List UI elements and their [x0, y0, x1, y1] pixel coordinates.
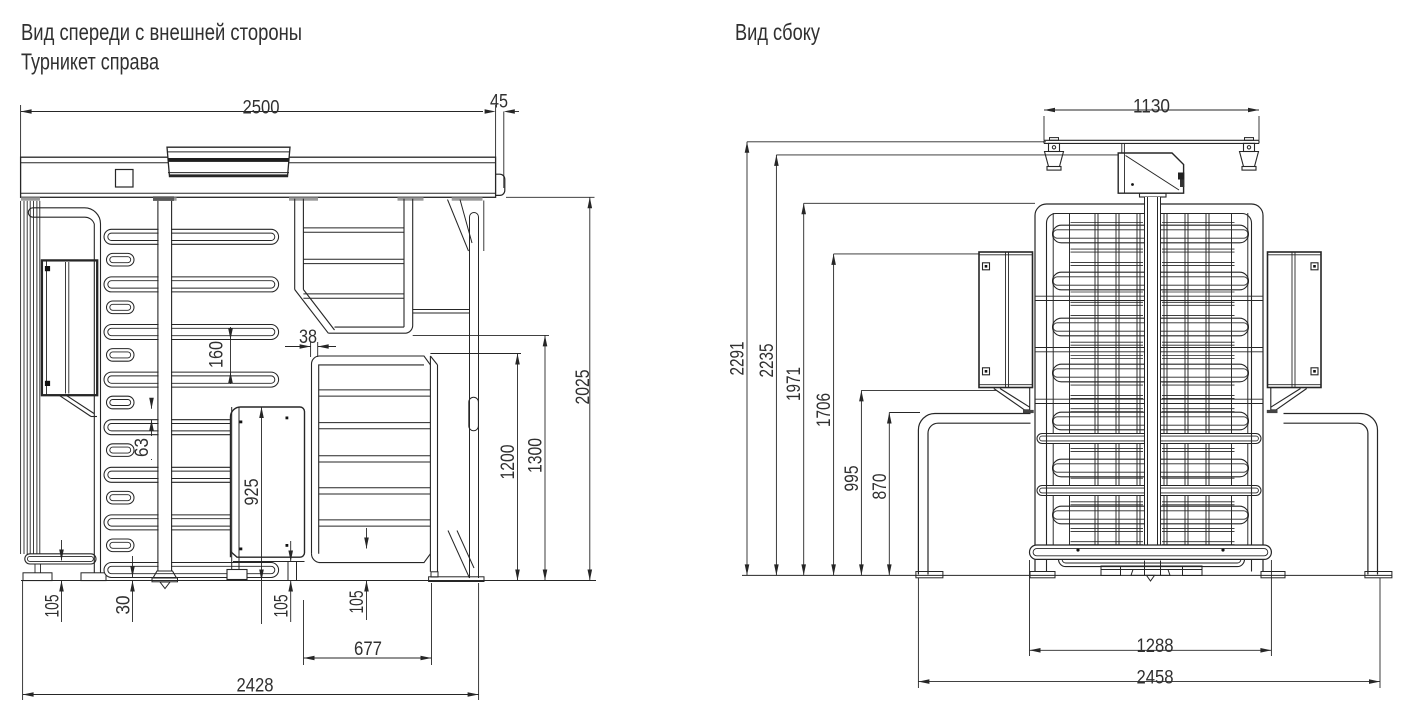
svg-text:105: 105 [42, 595, 64, 618]
svg-text:38: 38 [299, 326, 317, 348]
svg-text:45: 45 [490, 91, 508, 113]
svg-text:677: 677 [354, 638, 382, 660]
svg-text:105: 105 [346, 591, 368, 614]
svg-text:1706: 1706 [813, 393, 835, 427]
svg-text:925: 925 [241, 479, 263, 506]
svg-text:995: 995 [841, 466, 863, 492]
svg-text:2235: 2235 [756, 344, 778, 378]
svg-text:2500: 2500 [243, 97, 280, 119]
svg-text:30: 30 [113, 596, 135, 615]
svg-text:105: 105 [271, 595, 293, 618]
svg-text:160: 160 [206, 341, 228, 368]
svg-text:1200: 1200 [497, 445, 519, 480]
svg-text:2428: 2428 [237, 675, 274, 697]
svg-text:2291: 2291 [727, 342, 749, 376]
svg-text:63: 63 [131, 438, 153, 457]
svg-text:1971: 1971 [783, 367, 805, 401]
svg-text:1130: 1130 [1133, 96, 1170, 118]
svg-text:870: 870 [869, 474, 891, 500]
svg-text:Турникет справа: Турникет справа [21, 48, 160, 74]
svg-text:2025: 2025 [572, 370, 594, 405]
svg-text:2458: 2458 [1137, 667, 1174, 689]
svg-text:Вид спереди с внешней стороны: Вид спереди с внешней стороны [21, 19, 302, 45]
svg-text:Вид сбоку: Вид сбоку [735, 19, 820, 45]
svg-text:1300: 1300 [525, 438, 547, 473]
svg-text:1288: 1288 [1137, 635, 1174, 657]
